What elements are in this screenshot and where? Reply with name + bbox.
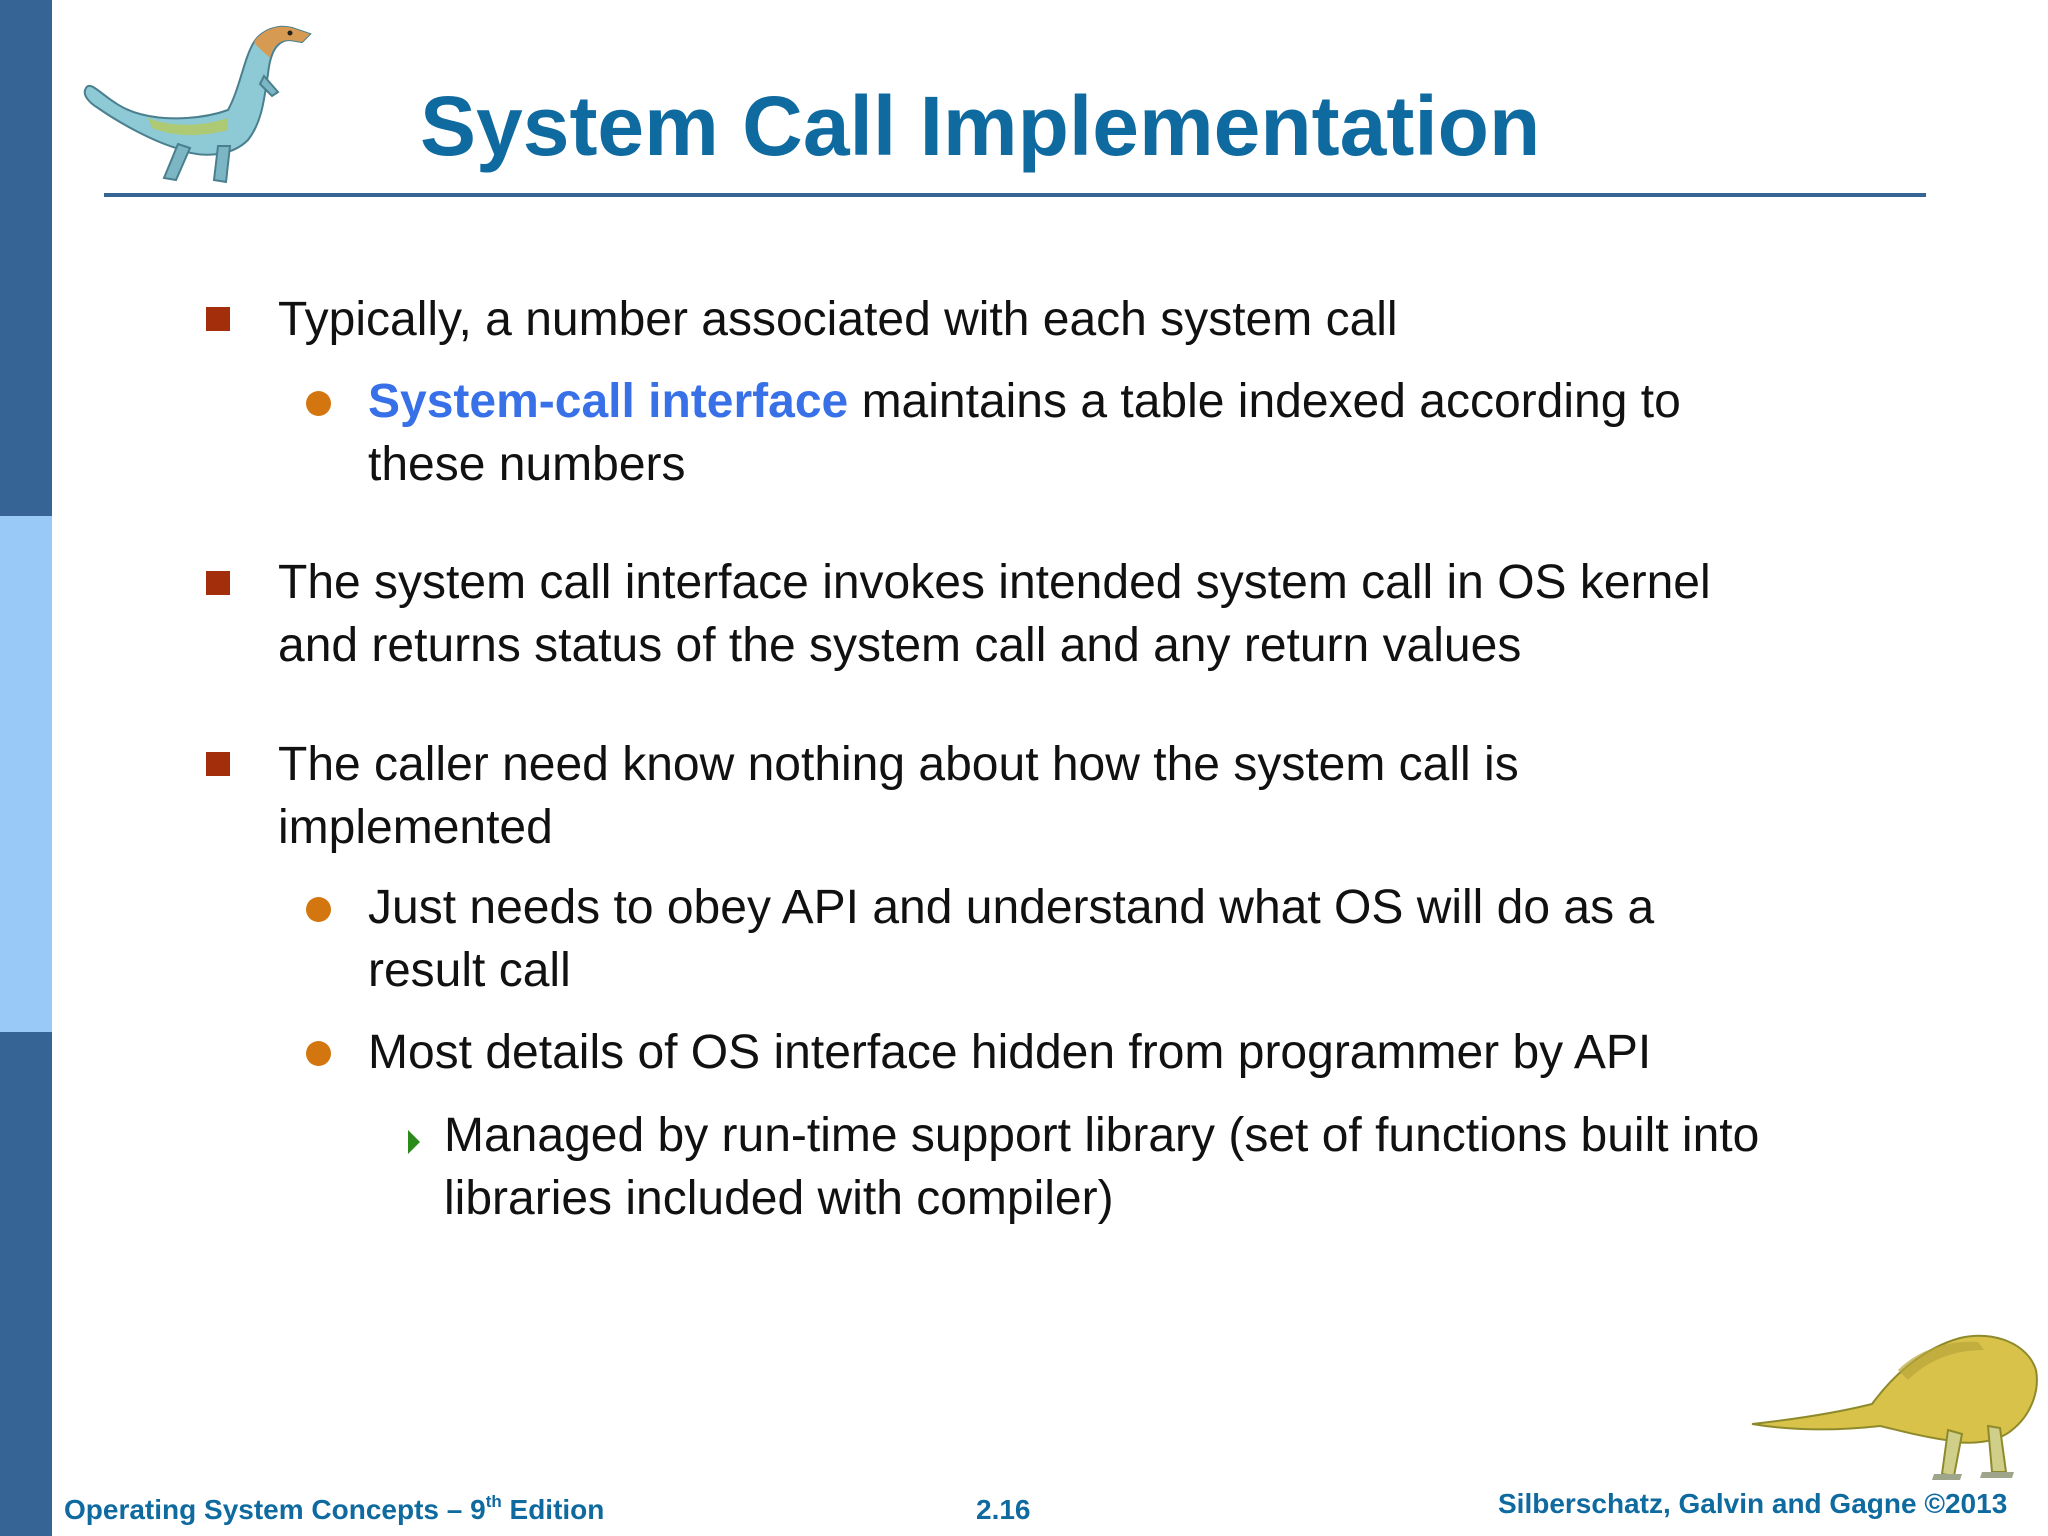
bullet-1-sub-1: System-call interface maintains a table … xyxy=(368,370,1681,496)
square-bullet-icon xyxy=(206,571,230,595)
bullet-1-text: Typically, a number associated with each… xyxy=(278,293,1398,346)
page-number: 2.16 xyxy=(976,1494,1031,1525)
bullet-3-line-1: The caller need know nothing about how t… xyxy=(278,738,1519,791)
footer-book-prefix: Operating System Concepts – 9 xyxy=(64,1494,486,1525)
sidebar-strip-top xyxy=(0,0,52,516)
sidebar-strip-middle xyxy=(0,516,52,1032)
bullet-3-text: The caller need know nothing about how t… xyxy=(278,733,1519,859)
bullet-2-line-2: and returns status of the system call an… xyxy=(278,619,1522,672)
bullet-3-sub-2-sub-1-line-2: libraries included with compiler) xyxy=(444,1172,1114,1225)
bullet-2-line-1: The system call interface invokes intend… xyxy=(278,556,1711,609)
highlight-term: System-call interface xyxy=(368,375,849,428)
title-underline xyxy=(104,193,1926,197)
bullet-1-sub-1-line-1-rest: maintains a table indexed according to xyxy=(848,375,1681,428)
bullet-3-sub-2-sub-1-line-1: Managed by run-time support library (set… xyxy=(444,1109,1760,1162)
bullet-3-line-2: implemented xyxy=(278,801,553,854)
bullet-1-sub-1-line-1: System-call interface maintains a table … xyxy=(368,370,1681,433)
footer-authors: Silberschatz, Galvin and Gagne ©2013 xyxy=(1498,1488,2008,1519)
bullet-3-sub-1: Just needs to obey API and understand wh… xyxy=(368,876,1654,1002)
sidebar-strip-bottom xyxy=(0,1032,52,1536)
bullet-1-sub-1-line-2: these numbers xyxy=(368,438,686,491)
bullet-2-text: The system call interface invokes intend… xyxy=(278,551,1711,677)
bullet-3-sub-2-sub-1: Managed by run-time support library (set… xyxy=(444,1104,1759,1230)
footer-book-title: Operating System Concepts – 9th Edition xyxy=(64,1492,605,1526)
square-bullet-icon xyxy=(206,752,230,776)
triangle-bullet-icon xyxy=(408,1130,420,1154)
dot-bullet-icon xyxy=(306,1041,331,1066)
bullet-3-sub-2: Most details of OS interface hidden from… xyxy=(368,1026,1652,1079)
dinosaur-icon-bottom xyxy=(1751,1334,2038,1480)
footer-book-sup: th xyxy=(485,1492,502,1511)
square-bullet-icon xyxy=(206,307,230,331)
dinosaur-icon-top xyxy=(83,25,312,184)
footer-book-suffix: Edition xyxy=(501,1494,605,1525)
bullet-3-sub-1-line-2: result call xyxy=(368,944,571,997)
dot-bullet-icon xyxy=(306,897,331,922)
dot-bullet-icon xyxy=(306,391,331,416)
bullet-3-sub-1-line-1: Just needs to obey API and understand wh… xyxy=(368,881,1655,934)
page-title: System Call Implementation xyxy=(420,79,1541,173)
